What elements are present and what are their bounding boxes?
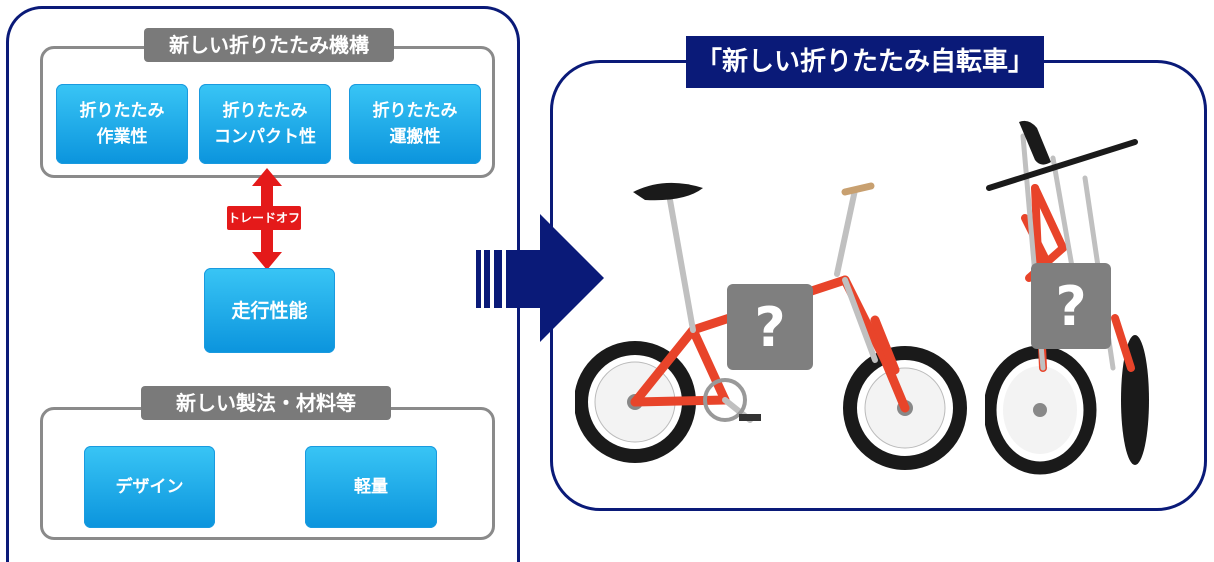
lightweight-box: 軽量	[305, 446, 437, 528]
folding-compactness-box: 折りたたみ コンパクト性	[199, 84, 331, 164]
question-mark-badge: ?	[1031, 263, 1111, 349]
folding-portability-box: 折りたたみ 運搬性	[349, 84, 481, 164]
folding-workability-box: 折りたたみ 作業性	[56, 84, 188, 164]
mechanism-group-title: 新しい折りたたみ機構	[144, 28, 394, 62]
manufacture-group-title: 新しい製法・材料等	[141, 386, 391, 420]
folding-portability-line1: 折りたたみ	[372, 101, 458, 121]
right-arrow-icon	[476, 214, 604, 342]
design-box: デザイン	[84, 446, 215, 528]
folding-compactness-line1: 折りたたみ	[222, 101, 308, 121]
folding-portability-line2: 運搬性	[389, 127, 441, 147]
folding-workability-line1: 折りたたみ	[79, 101, 165, 121]
folding-workability-line2: 作業性	[96, 127, 148, 147]
new-folding-bicycle-title: 「新しい折りたたみ自転車」	[686, 36, 1044, 88]
question-mark-badge: ?	[727, 284, 813, 370]
tradeoff-label: トレードオフ	[227, 206, 301, 230]
folding-bicycle-side-view-icon	[575, 182, 967, 470]
running-performance-box: 走行性能	[204, 268, 335, 353]
folding-compactness-line2: コンパクト性	[214, 127, 316, 147]
